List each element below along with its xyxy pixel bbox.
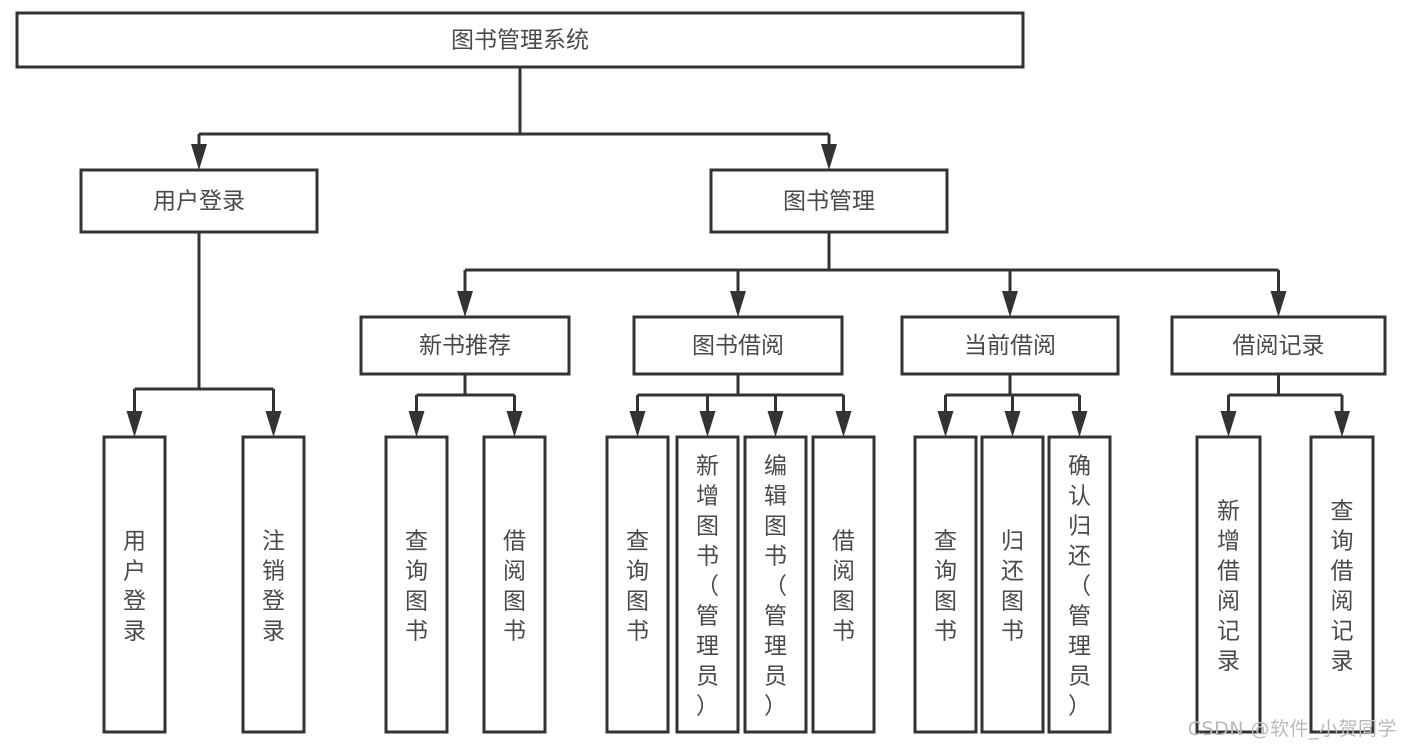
node-n-new-book-rec[interactable]: 新书推荐	[359, 315, 571, 376]
node-l-query-record[interactable]: 查询借阅记录	[1309, 435, 1375, 734]
node-n-borrow-record[interactable]: 借阅记录	[1170, 315, 1387, 376]
node-label: 新增借阅记录	[1217, 499, 1240, 675]
node-label: 编辑图书（管理员）	[764, 454, 787, 720]
node-label: 图书借阅	[692, 333, 784, 359]
node-l-user-login[interactable]: 用户登录	[102, 435, 167, 734]
node-box	[482, 435, 547, 734]
node-l-query-book-3[interactable]: 查询图书	[913, 435, 978, 734]
node-box	[605, 435, 670, 734]
node-box	[102, 435, 167, 734]
node-box	[1047, 435, 1112, 734]
node-box	[384, 435, 449, 734]
node-box	[241, 435, 306, 734]
node-label: 图书管理	[783, 189, 875, 215]
connectors-layer	[126, 67, 1350, 437]
node-label: 查询图书	[626, 529, 649, 645]
node-box	[980, 435, 1045, 734]
node-label: 查询图书	[405, 529, 428, 645]
node-l-borrow-book-2[interactable]: 借阅图书	[811, 435, 876, 734]
node-box	[1309, 435, 1375, 734]
node-label: 借阅图书	[832, 529, 855, 645]
node-box	[79, 168, 319, 234]
node-box	[743, 435, 808, 734]
node-l-confirm-return[interactable]: 确认归还（管理员）	[1047, 435, 1112, 734]
node-n-book-mgmt[interactable]: 图书管理	[709, 168, 949, 234]
node-l-logout[interactable]: 注销登录	[241, 435, 306, 734]
node-box	[632, 315, 844, 376]
nodes-layer: 图书管理系统用户登录图书管理新书推荐图书借阅当前借阅借阅记录用户登录注销登录查询…	[15, 11, 1387, 734]
node-label: 查询借阅记录	[1331, 499, 1354, 675]
node-l-edit-book[interactable]: 编辑图书（管理员）	[743, 435, 808, 734]
node-l-add-record[interactable]: 新增借阅记录	[1195, 435, 1262, 734]
node-n-user-login[interactable]: 用户登录	[79, 168, 319, 234]
node-root[interactable]: 图书管理系统	[15, 11, 1025, 69]
node-box	[709, 168, 949, 234]
node-label: 新增图书（管理员）	[696, 454, 719, 720]
node-box	[900, 315, 1120, 376]
node-l-add-book[interactable]: 新增图书（管理员）	[675, 435, 740, 734]
node-label: 注销登录	[262, 529, 285, 645]
node-label: 用户登录	[123, 529, 146, 645]
node-box	[675, 435, 740, 734]
node-box	[359, 315, 571, 376]
node-l-borrow-book-1[interactable]: 借阅图书	[482, 435, 547, 734]
node-label: 归还图书	[1001, 529, 1024, 645]
node-label: 新书推荐	[419, 333, 511, 359]
node-label: 当前借阅	[964, 333, 1056, 359]
node-l-query-book-2[interactable]: 查询图书	[605, 435, 670, 734]
node-box	[913, 435, 978, 734]
node-box	[1195, 435, 1262, 734]
node-box	[15, 11, 1025, 69]
node-label: 查询图书	[934, 529, 957, 645]
node-label: 确认归还（管理员）	[1068, 454, 1091, 720]
node-label: 借阅记录	[1233, 333, 1325, 359]
node-l-query-book-1[interactable]: 查询图书	[384, 435, 449, 734]
node-label: 借阅图书	[503, 529, 526, 645]
node-n-book-borrow[interactable]: 图书借阅	[632, 315, 844, 376]
node-label: 用户登录	[153, 189, 245, 215]
node-box	[1170, 315, 1387, 376]
node-l-return-book[interactable]: 归还图书	[980, 435, 1045, 734]
node-n-current-borrow[interactable]: 当前借阅	[900, 315, 1120, 376]
node-label: 图书管理系统	[451, 28, 589, 54]
node-box	[811, 435, 876, 734]
